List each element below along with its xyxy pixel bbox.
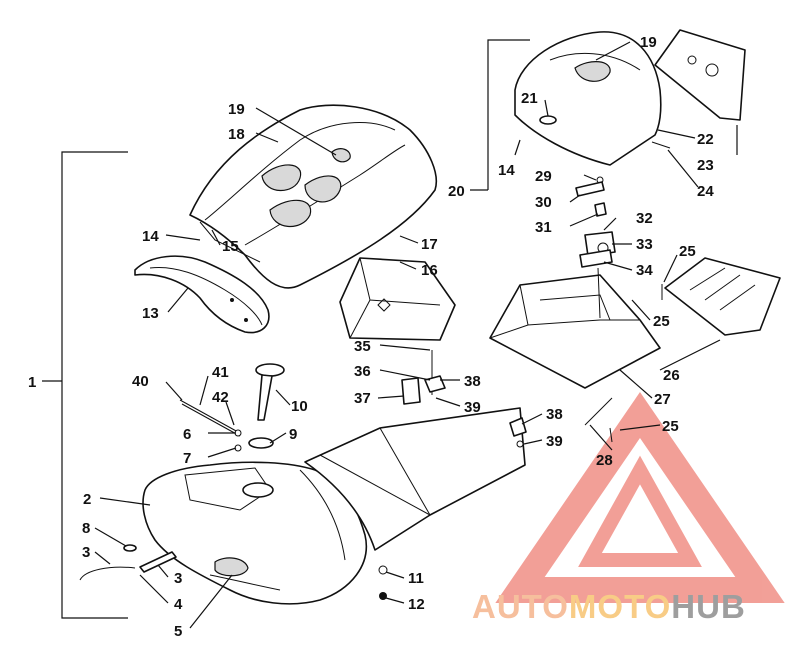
callout-12: 12 — [408, 596, 425, 613]
callout-14: 14 — [142, 228, 159, 245]
callout-7: 7 — [183, 450, 191, 467]
callout-36: 36 — [354, 363, 371, 380]
callout-6: 6 — [183, 426, 191, 443]
backrest-plate-part — [654, 29, 746, 121]
callout-38: 38 — [464, 373, 481, 390]
callout-15: 15 — [222, 238, 239, 255]
callout-20: 20 — [448, 183, 465, 200]
callout-29: 29 — [535, 168, 552, 185]
callout-10: 10 — [291, 398, 308, 415]
callout-19: 19 — [228, 101, 245, 118]
callout-39: 39 — [464, 399, 481, 416]
callout-34: 34 — [636, 262, 653, 279]
callout-31: 31 — [535, 219, 552, 236]
callout-8: 8 — [82, 520, 90, 537]
callout-16: 16 — [421, 262, 438, 279]
seat-skirt-part — [134, 255, 270, 334]
seat-part — [189, 104, 437, 289]
callout-27: 27 — [654, 391, 671, 408]
callout-25: 25 — [679, 243, 696, 260]
callout-32: 32 — [636, 210, 653, 227]
callout-40: 40 — [132, 373, 149, 390]
rear-storage-box-part — [489, 267, 661, 389]
tray-panel-part — [304, 407, 526, 551]
callout-21: 21 — [521, 90, 538, 107]
callout-37: 37 — [354, 390, 371, 407]
callout-35: 35 — [354, 338, 371, 355]
callout-30: 30 — [535, 194, 552, 211]
callout-11: 11 — [408, 570, 424, 587]
callout-17: 17 — [421, 236, 438, 253]
callout-33: 33 — [636, 236, 653, 253]
callout-39: 39 — [546, 433, 563, 450]
callout-13: 13 — [142, 305, 159, 322]
watermark-text: AUTOMOTOHUB — [472, 588, 746, 625]
callout-19: 19 — [640, 34, 657, 51]
bracket-group-20 — [470, 39, 530, 191]
callout-2: 2 — [83, 491, 91, 508]
callout-26: 26 — [663, 367, 680, 384]
hinge-hardware — [378, 350, 527, 600]
callout-25: 25 — [662, 418, 679, 435]
callout-42: 42 — [212, 389, 229, 406]
callout-23: 23 — [697, 157, 714, 174]
storage-pad-part — [339, 257, 456, 341]
latch-hardware — [575, 176, 616, 268]
watermark-logo: AUTOMOTOHUB — [472, 392, 785, 625]
fuel-hose-part — [79, 544, 177, 581]
callout-1: 1 — [28, 374, 36, 391]
callout-3: 3 — [174, 570, 182, 587]
rear-seat-part — [514, 31, 662, 166]
callout-3: 3 — [82, 544, 90, 561]
callout-18: 18 — [228, 126, 245, 143]
callout-22: 22 — [697, 131, 714, 148]
storage-mat-part — [664, 257, 781, 336]
callout-labels: 1 2 3 3 4 5 6 7 8 9 10 11 12 13 14 14 15… — [28, 34, 714, 640]
callout-14: 14 — [498, 162, 515, 179]
callout-24: 24 — [697, 183, 714, 200]
callout-25: 25 — [653, 313, 670, 330]
rods — [584, 141, 671, 443]
callout-4: 4 — [174, 596, 183, 613]
callout-28: 28 — [596, 452, 613, 469]
callout-9: 9 — [289, 426, 297, 443]
filler-cap-part — [248, 363, 285, 449]
leader-lines — [94, 41, 738, 629]
callout-5: 5 — [174, 623, 182, 640]
callout-41: 41 — [212, 364, 229, 381]
fuel-tank-part — [142, 461, 368, 605]
bracket-group-1 — [42, 151, 128, 619]
callout-38: 38 — [546, 406, 563, 423]
